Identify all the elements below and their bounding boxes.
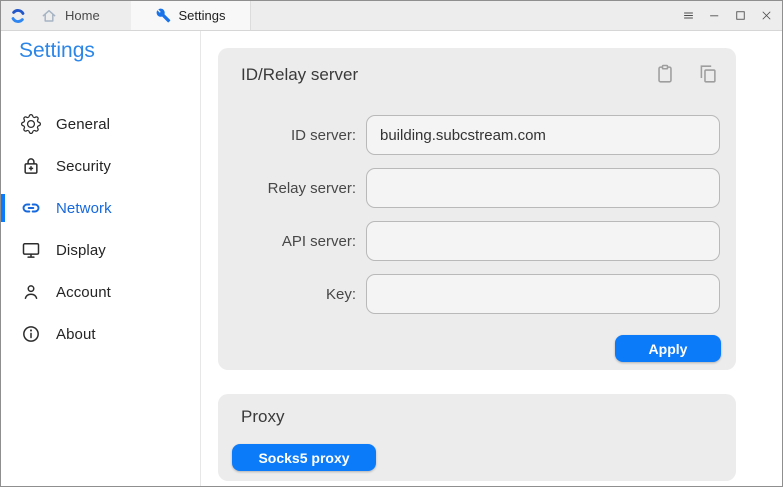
sidebar-item-label: General <box>56 115 111 133</box>
form-row-relay-server: Relay server: <box>218 168 720 208</box>
person-icon <box>24 285 38 299</box>
sidebar-item-label: Account <box>56 283 111 301</box>
maximize-icon[interactable] <box>727 3 753 29</box>
sidebar-item-label: About <box>56 325 96 343</box>
sidebar-item-network[interactable]: Network <box>1 187 199 229</box>
paste-icon[interactable] <box>654 63 676 85</box>
tab-settings-label: Settings <box>178 8 226 23</box>
api-server-input[interactable] <box>366 221 720 261</box>
sidebar-item-about[interactable]: About <box>1 313 199 355</box>
id-server-label: ID server: <box>290 126 356 144</box>
close-icon[interactable] <box>753 3 779 29</box>
form-row-id-server: ID server: <box>218 115 720 155</box>
socks5-proxy-button[interactable]: Socks5 proxy <box>232 444 376 471</box>
title-bar: Home Settings <box>1 1 782 31</box>
form-row-key: Key: <box>218 274 720 314</box>
key-label: Key: <box>325 285 356 303</box>
proxy-card-title: Proxy <box>241 407 285 426</box>
sidebar-item-label: Security <box>56 157 111 175</box>
proxy-card: Proxy Socks5 proxy <box>218 394 736 481</box>
info-icon <box>23 326 39 342</box>
sidebar-item-display[interactable]: Display <box>1 229 199 271</box>
active-indicator <box>1 194 5 222</box>
monitor-icon <box>22 243 40 258</box>
relay-server-label: Relay server: <box>267 179 356 197</box>
card-header-icons <box>654 63 719 85</box>
wrench-icon <box>156 8 170 23</box>
sidebar-item-label: Network <box>56 199 112 217</box>
sidebar-item-account[interactable]: Account <box>1 271 199 313</box>
relay-server-input[interactable] <box>366 168 720 208</box>
key-input[interactable] <box>366 274 720 314</box>
home-icon <box>42 9 56 22</box>
tab-home[interactable]: Home <box>31 1 110 30</box>
id-relay-server-card: ID/Relay server ID server: Relay server: <box>218 48 736 370</box>
link-icon <box>22 203 40 213</box>
copy-icon[interactable] <box>697 63 719 85</box>
lock-plus-icon <box>24 158 38 174</box>
card-title: ID/Relay server <box>241 65 359 84</box>
main-content: ID/Relay server ID server: Relay server: <box>201 31 782 486</box>
gear-icon <box>21 114 41 134</box>
apply-button[interactable]: Apply <box>615 335 721 362</box>
minimize-icon[interactable] <box>701 3 727 29</box>
sidebar-item-general[interactable]: General <box>1 103 199 145</box>
api-server-label: API server: <box>281 232 356 250</box>
app-logo-icon <box>11 9 25 23</box>
menu-icon[interactable] <box>675 3 701 29</box>
id-server-input[interactable] <box>366 115 720 155</box>
tab-settings[interactable]: Settings <box>131 1 251 30</box>
window-controls <box>675 1 779 30</box>
sidebar-nav: General Security Network <box>1 103 199 355</box>
settings-sidebar: Settings General Security <box>1 31 201 486</box>
sidebar-item-label: Display <box>56 241 106 259</box>
sidebar-title: Settings <box>19 39 95 62</box>
tab-home-label: Home <box>65 8 100 23</box>
sidebar-item-security[interactable]: Security <box>1 145 199 187</box>
form-row-api-server: API server: <box>218 221 720 261</box>
